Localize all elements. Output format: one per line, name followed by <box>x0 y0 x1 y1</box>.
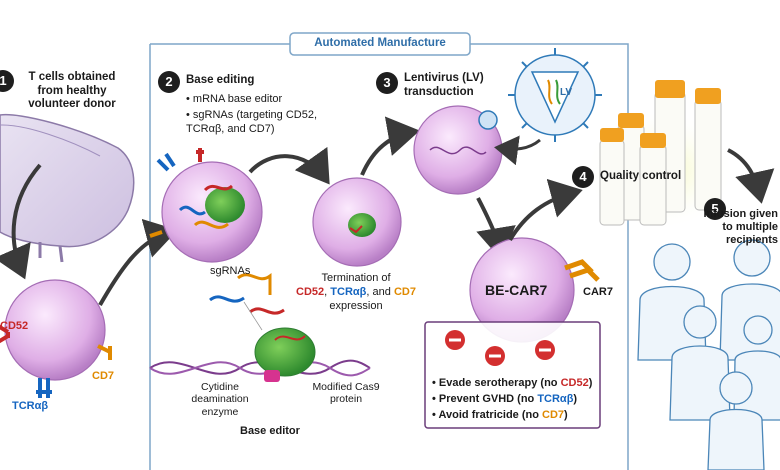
car7-receptor-icon <box>564 259 600 282</box>
step-4-label: Quality control <box>600 170 682 182</box>
cas9-label: Modified Cas9 protein <box>312 381 380 406</box>
base-editor-label: Base editor <box>240 425 300 437</box>
step-3-label: Lentivirus (LV) transduction <box>404 72 484 98</box>
step-1-label: T cells obtained from healthy volunteer … <box>28 71 116 111</box>
cd52-receptor-icon <box>0 324 10 344</box>
absent-marker-icons <box>445 330 555 366</box>
step-3-badge: 3 <box>376 72 398 94</box>
cd7-receptor-icon <box>97 344 112 360</box>
benefits-box <box>424 321 601 429</box>
blood-bag-icon <box>0 113 135 263</box>
arrow-termination-to-transduction <box>360 116 420 176</box>
cell1-cd52-label: CD52 <box>0 320 29 332</box>
arrow-editing-to-termination <box>248 146 330 185</box>
sgrna-strands-icon <box>209 273 285 315</box>
manufacture-title-box <box>289 32 471 56</box>
arrow-qc-to-infusion <box>727 148 775 204</box>
arrow-cell-to-editing <box>98 218 178 306</box>
cell1-cd7-label: CD7 <box>92 370 115 382</box>
arrow-car7-to-qc <box>508 178 583 242</box>
vials-icon <box>599 80 722 226</box>
step-5-badge: 5 <box>704 198 726 220</box>
cytidine-label: Cytidine deamination enzyme <box>191 381 249 418</box>
benefit-3: • Avoid fratricide (no CD7) <box>432 409 568 421</box>
cell2-receptors <box>149 148 204 238</box>
arrow-bag-to-cell <box>0 163 42 280</box>
lentivirus-icon <box>508 48 602 142</box>
step-4-badge: 4 <box>572 166 594 188</box>
step-2-bullet-2: • sgRNAs (targeting CD52, TCRαβ, and CD7… <box>186 109 318 136</box>
base-editor-complex-icon <box>205 187 245 223</box>
cell1-tcr-label: TCRαβ <box>12 400 49 412</box>
be-car7-label: BE-CAR7 <box>485 282 548 298</box>
step-2-badge: 2 <box>158 71 180 93</box>
cytidine-enzyme-icon <box>264 370 280 382</box>
step-2-label: Base editing <box>186 74 255 86</box>
lv-label: LV <box>560 87 573 98</box>
benefit-2: • Prevent GVHD (no TCRαβ) <box>432 393 578 405</box>
arrow-virus-to-cell <box>494 135 541 166</box>
manufacture-frame <box>149 43 629 470</box>
termination-label: Termination of CD52, TCRαβ, and CD7 expr… <box>296 272 416 312</box>
step-1-badge: 1 <box>0 70 14 92</box>
recipients-icon <box>637 239 780 470</box>
manufacture-title: Automated Manufacture <box>314 37 446 49</box>
edited-complex-icon <box>348 213 376 237</box>
benefit-1: • Evade serotherapy (no CD52) <box>432 377 593 389</box>
step-2-bullet-1: • mRNA base editor <box>186 93 283 105</box>
car7-label: CAR7 <box>583 286 613 298</box>
tcr-receptor-icon <box>36 378 52 398</box>
sgrnas-label: sgRNAs <box>210 265 251 277</box>
modified-cas9-icon <box>254 327 316 377</box>
step-5-label: Infusion given to multiple recipients <box>703 208 778 246</box>
